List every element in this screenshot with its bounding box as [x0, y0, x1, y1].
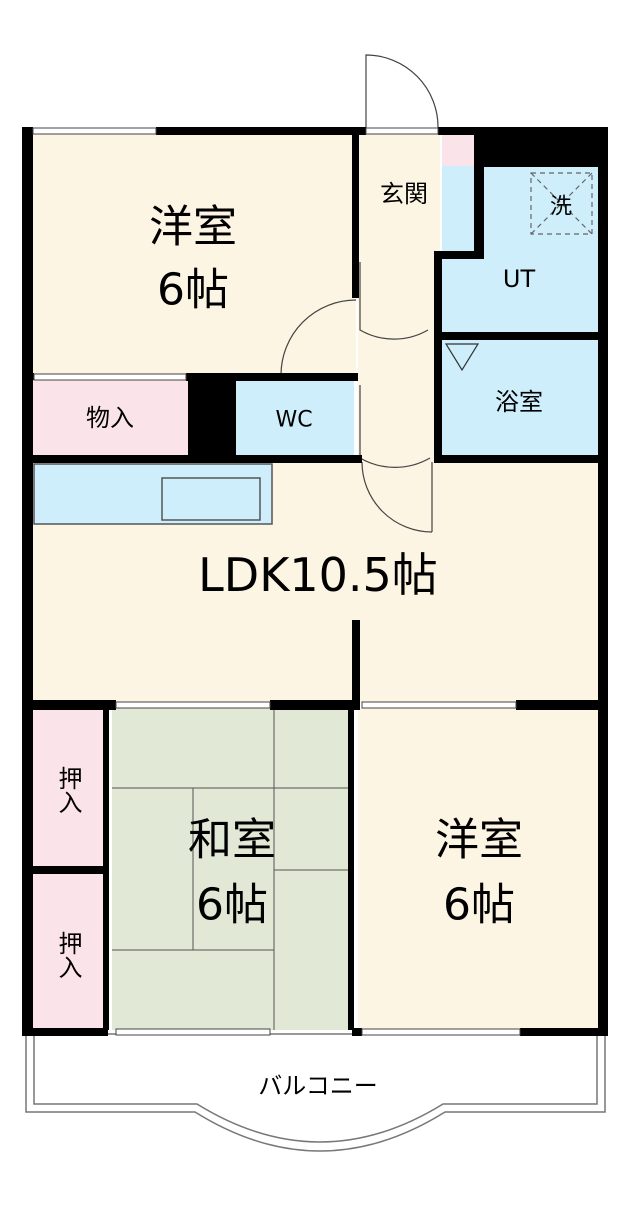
western-south-size: 6帖: [443, 880, 515, 931]
door-swings: [280, 54, 439, 533]
room-japanese: [112, 708, 352, 1030]
tatami-lines: [112, 708, 352, 1030]
japanese-size: 6帖: [196, 880, 268, 931]
japanese-name: 和室: [188, 815, 276, 866]
ldk-label: LDK10.5帖: [198, 548, 438, 602]
walls: [22, 127, 608, 1036]
balcony: バルコニー: [25, 1033, 606, 1152]
room-storage: [30, 376, 190, 456]
entrance-label: 玄関: [380, 180, 428, 208]
room-entrance-hall: [358, 133, 440, 460]
balcony-label: バルコニー: [258, 1072, 378, 1100]
room-closet-upper: [30, 708, 108, 866]
wc-label: WC: [275, 408, 312, 433]
closet-lower-label: 押入: [54, 931, 82, 979]
bath-label: 浴室: [495, 388, 543, 416]
storage-label: 物入: [86, 404, 134, 432]
utility-label: UT: [503, 265, 536, 293]
bath-drain-icon: [444, 343, 480, 372]
washer-space: [530, 172, 593, 235]
room-western-north: [30, 133, 356, 376]
western-north-name: 洋室: [149, 202, 237, 253]
closet-upper-label: 押入: [54, 766, 82, 814]
room-western-south: [358, 708, 599, 1030]
windows: [32, 127, 521, 1036]
western-north-size: 6帖: [157, 265, 229, 316]
western-south-name: 洋室: [435, 815, 523, 866]
room-closet-lower: [30, 874, 108, 1030]
washer-label: 洗: [550, 195, 572, 220]
kitchen-counter: [33, 463, 273, 525]
room-wc: [236, 380, 354, 456]
